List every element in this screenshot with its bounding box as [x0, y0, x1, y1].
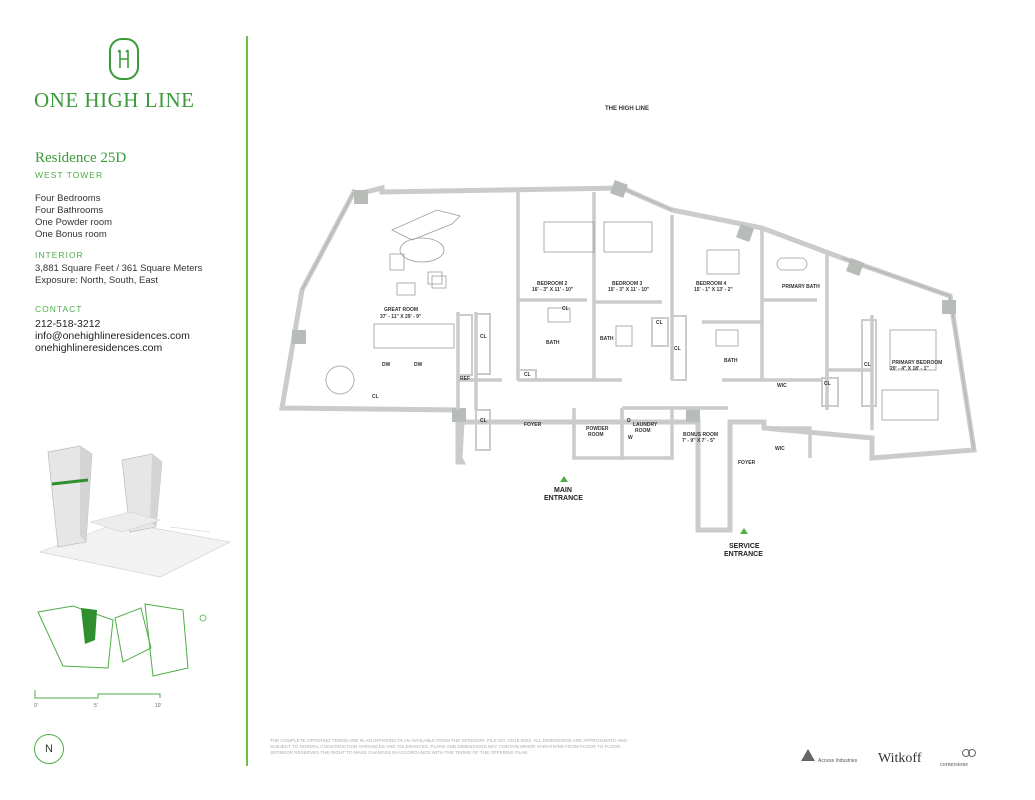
bedroom4-label: BEDROOM 4: [696, 281, 727, 287]
closets: [457, 313, 877, 451]
interior-details: 3,881 Square Feet / 361 Square Meters Ex…: [35, 263, 202, 287]
developer-cornerstone: cornerstone: [940, 762, 968, 768]
north-label: N: [45, 743, 53, 755]
contact-phone[interactable]: 212-518-3212: [35, 318, 101, 330]
bedroom2-label: BEDROOM 2: [537, 281, 568, 287]
closet-label: CL: [674, 346, 681, 352]
exterior-walls: [279, 184, 977, 533]
feature-list: Four Bedrooms Four Bathrooms One Powder …: [35, 193, 112, 241]
scale-label-10: 10': [155, 703, 162, 709]
interior-area: 3,881 Square Feet / 361 Square Meters: [35, 263, 203, 274]
bonus-room-label: BONUS ROOM: [683, 432, 718, 438]
furniture: [325, 209, 939, 421]
closet-label: CL: [480, 334, 487, 340]
service-entrance-label-2: ENTRANCE: [724, 551, 763, 558]
washer-label: W: [628, 435, 633, 441]
floor-plan: THE HIGH LINE: [279, 106, 977, 558]
powder-room-label: POWDER: [586, 426, 609, 432]
laundry-room-label-2: ROOM: [635, 428, 651, 434]
bath-label: BATH: [546, 340, 560, 346]
contact-website[interactable]: onehighlineresidences.com: [35, 342, 163, 354]
bedroom2-dimension: 16' - 3" X 11' - 10": [532, 287, 574, 293]
service-entrance-label: SERVICE: [729, 543, 760, 550]
building-illustration: [38, 445, 231, 578]
closet-label: CL: [524, 372, 531, 378]
scale-label-5: 5': [94, 703, 98, 709]
laundry-room-label: LAUNDRY: [633, 422, 658, 428]
feature-item: One Bonus room: [35, 229, 107, 240]
access-industries-logo-icon: [801, 749, 815, 761]
interior-exposure: Exposure: North, South, East: [35, 275, 159, 286]
dishwasher-label: DW: [414, 362, 423, 368]
great-room-dimension: 37' - 11" X 29' - 9": [380, 314, 422, 320]
closet-label: CL: [824, 381, 831, 387]
closet-label: CL: [480, 418, 487, 424]
interior-heading: INTERIOR: [35, 250, 84, 260]
main-entrance-label-2: ENTRANCE: [544, 495, 583, 502]
bonus-room-dimension: 7' - 9" X 7' - 5": [682, 438, 716, 444]
primary-bath-label: PRIMARY BATH: [782, 284, 820, 290]
foyer-label: FOYER: [738, 460, 756, 466]
great-room-label: GREAT ROOM: [384, 307, 418, 313]
wic-label: WIC: [775, 446, 785, 452]
foyer-label: FOYER: [524, 422, 542, 428]
sidebar-divider: [246, 36, 248, 766]
bath-label: BATH: [600, 336, 614, 342]
street-label: THE HIGH LINE: [605, 106, 649, 112]
dryer-label: D: [627, 418, 631, 424]
feature-item: Four Bathrooms: [35, 205, 104, 216]
interior-walls: [456, 192, 874, 460]
tower-name: WEST TOWER: [35, 170, 104, 180]
scale-label-0: 0': [34, 703, 38, 709]
primary-bedroom-dimension: 20' - 4" X 18' - 1": [890, 366, 929, 372]
north-arrow-icon: N: [34, 734, 64, 764]
legal-disclaimer: THE COMPLETE OFFERING TERMS ARE IN AN OF…: [270, 738, 627, 755]
bedroom3-label: BEDROOM 3: [612, 281, 643, 287]
wic-label: WIC: [777, 383, 787, 389]
service-entrance-marker-icon: [740, 528, 748, 534]
contact-email[interactable]: info@onehighlineresidences.com: [35, 330, 190, 342]
scale-bar: [34, 690, 161, 699]
contact-details: 212-518-3212 info@onehighlineresidences.…: [35, 318, 190, 354]
bedroom4-dimension: 15' - 1" X 13' - 2": [694, 287, 733, 293]
info-sidebar: ONE HIGH LINE Residence 25D WEST TOWER F…: [0, 0, 247, 800]
feature-item: Four Bedrooms: [35, 193, 101, 204]
brand-logo-icon: [109, 38, 139, 80]
main-entrance-label: MAIN: [554, 487, 572, 494]
closet-label: CL: [372, 394, 379, 400]
structural-columns: [292, 180, 956, 422]
site-key-map: [37, 603, 207, 677]
closet-label: CL: [656, 320, 663, 326]
dishwasher-label: DW: [382, 362, 391, 368]
feature-item: One Powder room: [35, 217, 113, 228]
bedroom3-dimension: 15' - 3" X 11' - 10": [608, 287, 650, 293]
residence-title: Residence 25D: [35, 150, 127, 166]
refrigerator-label: REF: [460, 376, 470, 382]
cornerstone-logo-icon: [962, 749, 976, 757]
closet-label: CL: [562, 306, 569, 312]
contact-heading: CONTACT: [35, 304, 83, 314]
main-entrance-marker-icon: [560, 476, 568, 482]
closet-label: CL: [864, 362, 871, 368]
primary-bedroom-label: PRIMARY BEDROOM: [892, 360, 942, 366]
powder-room-label-2: ROOM: [588, 432, 604, 438]
bath-label: BATH: [724, 358, 738, 364]
brand-name: ONE HIGH LINE: [34, 88, 195, 112]
developer-access: Access Industries: [818, 758, 858, 764]
developer-witkoff: Witkoff: [878, 751, 922, 766]
